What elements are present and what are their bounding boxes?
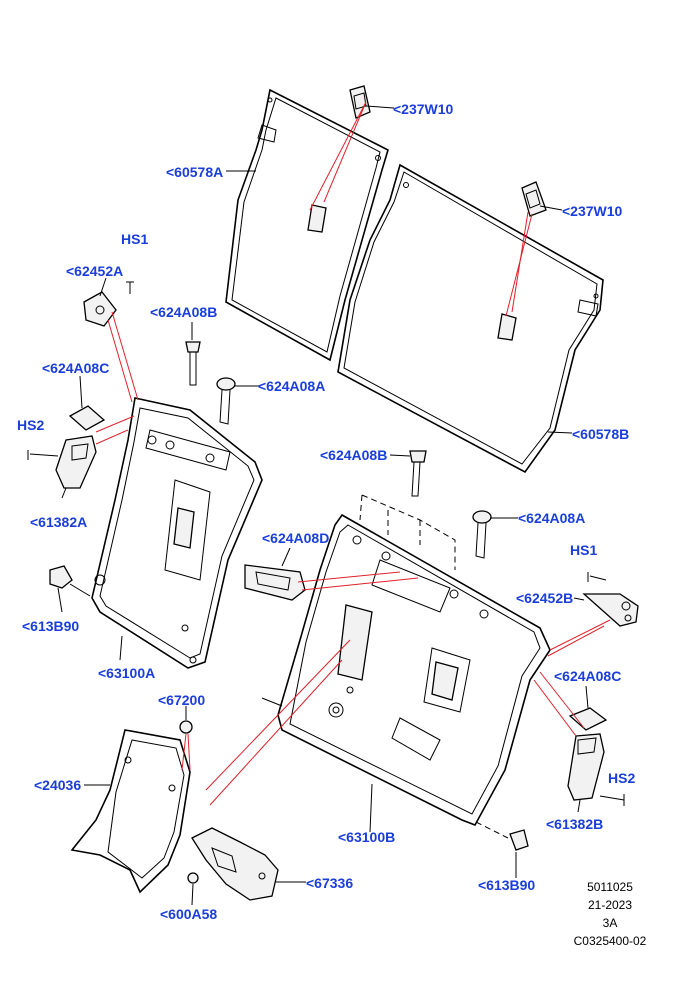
washer-left [68,405,106,431]
reference-line-2: 21-2023 [587,898,633,912]
bracket-62452A [83,291,117,327]
callout-624A08B-left: <624A08B [150,304,218,320]
latch-cover-right [521,181,547,217]
seat-frame-left [91,397,263,669]
callout-624A08C-right: <624A08C [554,668,622,684]
callout-60578B: <60578B [572,426,630,442]
pin-624A08B-left [185,341,201,386]
latch-cover-top [349,85,371,119]
callout-63100A: <63100A [98,665,156,681]
seat-back-panel-left [225,88,389,362]
callout-624A08C-left: <624A08C [42,360,110,376]
hinge-cover [244,564,306,601]
handle-61382A [55,435,97,489]
bolt-600A58 [187,872,199,884]
callout-237W10-right: <237W10 [562,203,623,219]
callout-624A08A-left: <624A08A [258,378,326,394]
callout-62452A: <62452A [66,263,124,279]
callout-624A08D: <624A08D [262,530,330,546]
callout-613B90-right: <613B90 [478,877,536,893]
pin-624A08A-right [472,510,492,559]
handle-61382B [567,733,605,801]
reference-block: 5011025 21-2023 3A C0325400-02 [560,878,660,950]
callout-60578A: <60578A [166,164,224,180]
callout-67200: <67200 [158,692,206,708]
highlight-lines [95,101,611,806]
callout-61382A: <61382A [30,514,88,530]
callout-61382B: <61382B [546,816,604,832]
pin-624A08B-right [409,450,427,497]
callout-63100B: <63100B [338,829,396,845]
latch-slot-left [307,204,327,233]
striker-right [475,821,529,851]
reference-line-1: 5011025 [587,880,633,894]
callout-624A08B-right: <624A08B [320,447,388,463]
leader-lines [57,105,589,906]
bracket-62452B [582,593,639,627]
callout-67336: <67336 [306,875,354,891]
reference-line-4: C0325400-02 [573,934,647,948]
screw-HS2-left [27,450,59,460]
seat-frame-right [261,513,551,826]
striker-left [49,565,91,597]
callout-24036: <24036 [34,777,82,793]
callout-HS1-left: HS1 [121,231,149,247]
screw-HS1-left [126,281,134,294]
callout-613B90-left: <613B90 [22,618,80,634]
trim-panel-24036 [70,729,191,894]
nut-67200 [179,720,193,734]
callout-HS2-right: HS2 [608,770,636,786]
screw-HS2-right [599,794,625,806]
screw-HS1-right [587,572,607,582]
callout-HS2-left: HS2 [17,417,45,433]
washer-right [568,707,608,731]
callout-624A08A-right: <624A08A [518,510,586,526]
callout-600A58: <600A58 [160,906,218,922]
latch-slot-right [497,313,517,341]
callout-62452B: <62452B [516,590,574,606]
callout-HS1-right: HS1 [570,542,598,558]
bracket-67336 [191,827,279,901]
reference-line-3: 3A [602,916,618,930]
pin-624A08A-left [216,377,236,425]
callout-237W10-top: <237W10 [393,101,454,117]
seat-back-panel-right [337,163,604,474]
